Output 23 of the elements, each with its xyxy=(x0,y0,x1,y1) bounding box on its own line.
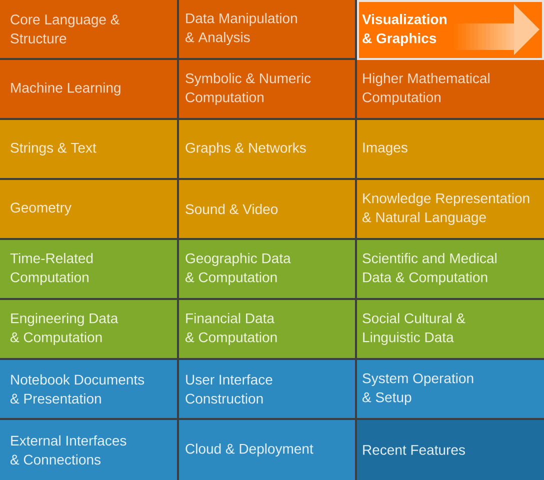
category-tile: Geometry xyxy=(0,180,177,238)
category-tile: Symbolic & Numeric Computation xyxy=(179,60,355,118)
category-tile: Recent Features xyxy=(357,420,544,480)
category-tile: Machine Learning xyxy=(0,60,177,118)
category-tile: External Interfaces & Connections xyxy=(0,420,177,480)
category-tile: Core Language & Structure xyxy=(0,0,177,58)
category-tile: Cloud & Deployment xyxy=(179,420,355,480)
category-tile: Strings & Text xyxy=(0,120,177,178)
category-tile: Scientific and Medical Data & Computation xyxy=(357,240,544,298)
category-tile: Knowledge Representation & Natural Language xyxy=(357,180,544,238)
category-tile: Higher Mathematical Computation xyxy=(357,60,544,118)
category-tile: System Operation & Setup xyxy=(357,360,544,418)
category-tile: Notebook Documents & Presentation xyxy=(0,360,177,418)
category-tile: Graphs & Networks xyxy=(179,120,355,178)
category-tile: Engineering Data & Computation xyxy=(0,300,177,358)
category-tile: Social Cultural & Linguistic Data xyxy=(357,300,544,358)
category-tile: Data Manipulation & Analysis xyxy=(179,0,355,58)
category-tile: Time-Related Computation xyxy=(0,240,177,298)
category-tile: Sound & Video xyxy=(179,180,355,238)
category-tile: User Interface Construction xyxy=(179,360,355,418)
category-tile: Geographic Data & Computation xyxy=(179,240,355,298)
category-tile: Financial Data & Computation xyxy=(179,300,355,358)
category-tile: Images xyxy=(357,120,544,178)
